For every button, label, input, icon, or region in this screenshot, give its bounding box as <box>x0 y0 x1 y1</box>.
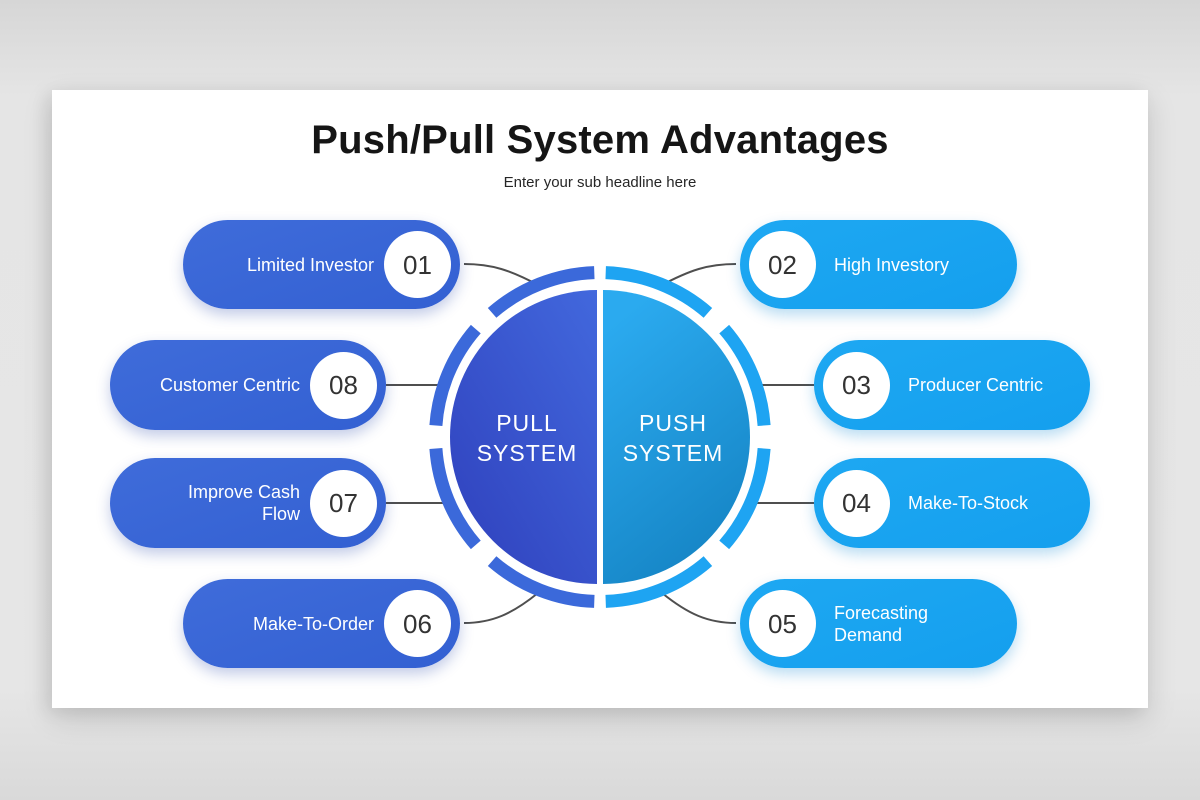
pull-item-label: Make-To-Order <box>252 613 374 634</box>
connector-line <box>661 592 737 624</box>
push-item-number: 05 <box>749 590 816 657</box>
pull-item-label: Improve Cash Flow <box>187 482 300 524</box>
ring-segment <box>429 324 481 427</box>
slide-card: Push/Pull System Advantages Enter your s… <box>52 90 1148 708</box>
push-item-02: 02 High Investory <box>740 220 1017 309</box>
push-item-label: High Investory <box>834 254 950 275</box>
ring-segment <box>487 266 595 318</box>
push-item-label: Producer Centric <box>908 375 1044 395</box>
pull-item-08: Customer Centric 08 <box>110 340 386 430</box>
pull-item-06: Make-To-Order 06 <box>183 579 460 668</box>
pull-item-label: Limited Investor <box>246 254 374 275</box>
push-item-label: Forecasting Demand <box>834 602 929 645</box>
push-item-label: Make-To-Stock <box>908 493 1029 513</box>
ring-segment <box>719 324 771 427</box>
pull-item-number: 01 <box>384 231 451 298</box>
ring-segment <box>429 447 481 550</box>
page-subtitle: Enter your sub headline here <box>503 174 697 191</box>
pull-item-number: 08 <box>310 351 377 419</box>
page-title: Push/Pull System Advantages <box>311 118 889 162</box>
push-ring-segments <box>605 266 771 608</box>
pull-item-number: 07 <box>310 469 377 537</box>
pull-half-disc <box>450 290 597 584</box>
pull-item-01: Limited Investor 01 <box>183 220 460 309</box>
pull-item-label: Customer Centric <box>159 375 300 395</box>
push-half-disc <box>603 290 750 584</box>
push-item-number: 02 <box>749 231 816 298</box>
ring-segment <box>719 447 771 550</box>
push-item-number: 03 <box>823 351 890 419</box>
ring-segment <box>487 556 595 608</box>
push-item-05: 05 Forecasting Demand <box>740 579 1017 668</box>
ring-segment <box>605 556 713 608</box>
pushpull-diagram <box>386 263 814 624</box>
push-item-04: 04 Make-To-Stock <box>814 458 1090 548</box>
push-item-number: 04 <box>823 469 890 537</box>
push-item-03: 03 Producer Centric <box>814 340 1090 430</box>
connector-line <box>463 592 539 624</box>
push-system-label: PUSH SYSTEM <box>622 410 724 466</box>
pull-system-label: PULL SYSTEM <box>476 410 578 466</box>
pull-item-07: Improve Cash Flow 07 <box>110 458 386 548</box>
ring-segment <box>605 266 713 318</box>
pull-ring-segments <box>429 266 595 608</box>
pull-item-number: 06 <box>384 590 451 657</box>
